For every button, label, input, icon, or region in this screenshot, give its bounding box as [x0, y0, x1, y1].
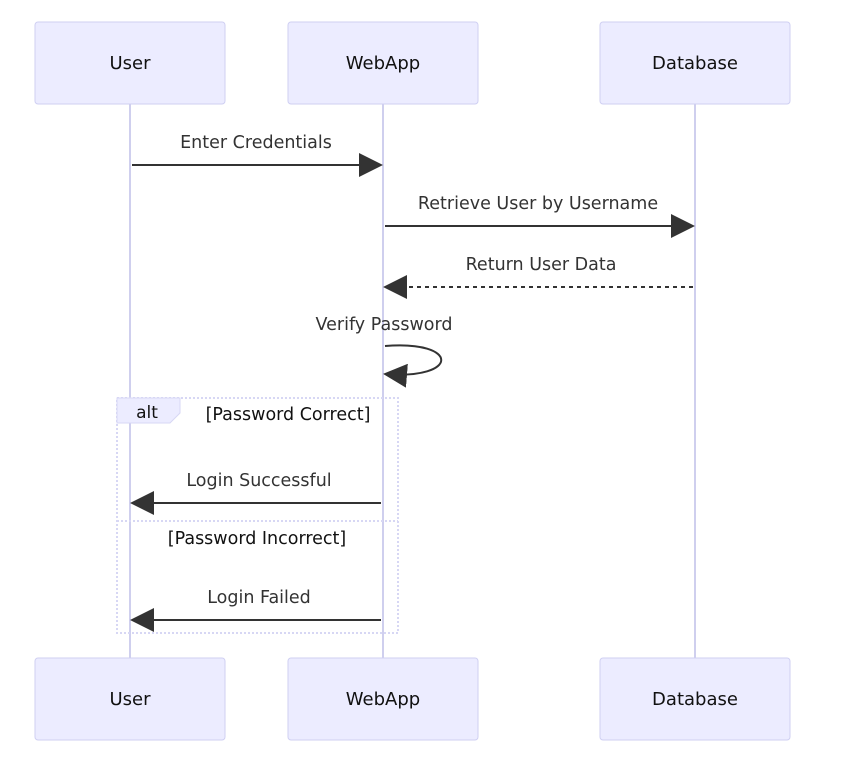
actor-user-bottom-label: User [109, 689, 151, 710]
actor-user-top: User [34, 21, 226, 105]
message-label-login-failed: Login Failed [207, 588, 311, 608]
message-arrow-verify-password [383, 344, 443, 388]
actor-database-bottom-label: Database [652, 689, 738, 710]
actor-user-top-label: User [109, 53, 151, 74]
actor-webapp-bottom-label: WebApp [346, 689, 420, 710]
actor-user-bottom: User [34, 657, 226, 741]
actor-webapp-bottom: WebApp [287, 657, 479, 741]
actor-database-top-label: Database [652, 53, 738, 74]
alt-frame-label-tab [116, 397, 181, 424]
message-label-login-successful: Login Successful [186, 471, 331, 491]
message-label-return-user-data: Return User Data [466, 255, 617, 275]
message-label-verify-password: Verify Password [316, 315, 453, 335]
alt-frame: alt [Password Correct] [Password Incorre… [116, 397, 399, 634]
actor-webapp-top-label: WebApp [346, 53, 420, 74]
message-label-enter-credentials: Enter Credentials [180, 133, 332, 153]
actor-webapp-top: WebApp [287, 21, 479, 105]
alt-condition-password-correct: [Password Correct] [206, 405, 371, 425]
actor-database-bottom: Database [599, 657, 791, 741]
actor-database-top: Database [599, 21, 791, 105]
message-label-retrieve-user: Retrieve User by Username [418, 194, 658, 214]
alt-frame-label: alt [136, 403, 158, 423]
alt-condition-password-incorrect: [Password Incorrect] [168, 529, 347, 549]
